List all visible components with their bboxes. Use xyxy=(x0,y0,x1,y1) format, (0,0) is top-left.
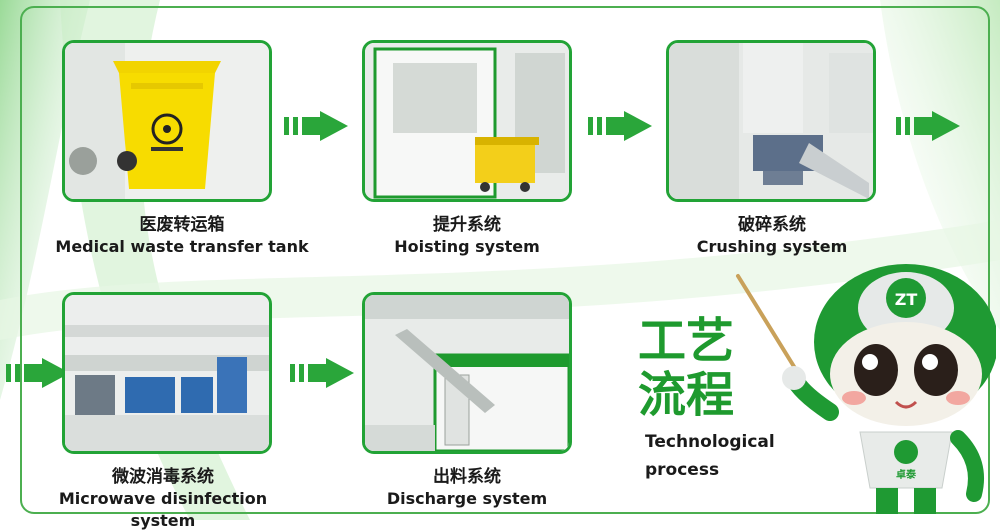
step-4-caption: 微波消毒系统 Microwave disinfection system xyxy=(28,466,298,532)
diagram-title-en: Technological process xyxy=(645,428,785,484)
step-2-image-card xyxy=(362,40,572,202)
content-frame xyxy=(20,6,990,514)
yellow-biohazard-bin-image xyxy=(65,43,269,199)
mascot-chest-text: 卓泰 xyxy=(896,468,917,481)
arrow-right-icon xyxy=(6,358,70,388)
step-4-image-card xyxy=(62,292,272,454)
microwave-units-image xyxy=(65,295,269,451)
step-5-image-card xyxy=(362,292,572,454)
step-2-en-label: Hoisting system xyxy=(394,237,540,256)
step-3-caption: 破碎系统 Crushing system xyxy=(652,214,892,258)
step-1-image-card xyxy=(62,40,272,202)
step-4-cn-label: 微波消毒系统 xyxy=(112,467,214,487)
title-en-line-2: process xyxy=(645,460,720,480)
step-2-cn-label: 提升系统 xyxy=(433,215,501,235)
step-1-en-label: Medical waste transfer tank xyxy=(55,237,309,256)
crusher-machine-image xyxy=(669,43,873,199)
step-1-caption: 医废转运箱 Medical waste transfer tank xyxy=(52,214,312,258)
step-1-cn-label: 医废转运箱 xyxy=(139,215,225,235)
mascot-robot-icon: ZT 卓泰 xyxy=(736,264,996,514)
step-5-en-label: Discharge system xyxy=(386,489,548,508)
step-2-caption: 提升系统 Hoisting system xyxy=(352,214,582,258)
title-en-line-1: Technological xyxy=(645,432,775,452)
hoisting-machine-image xyxy=(365,43,569,199)
step-3-image-card xyxy=(666,40,876,202)
arrow-right-icon xyxy=(896,111,960,141)
arrow-right-icon xyxy=(290,358,354,388)
arrow-right-icon xyxy=(284,111,348,141)
step-3-en-label: Crushing system xyxy=(696,237,848,256)
diagram-title-cn: 工艺 流程 xyxy=(638,314,758,422)
step-4-en-label: Microwave disinfection system xyxy=(58,489,268,530)
step-5-cn-label: 出料系统 xyxy=(433,467,501,487)
title-cn-line-1: 工艺 xyxy=(638,313,735,369)
title-cn-line-2: 流程 xyxy=(638,367,735,423)
arrow-right-icon xyxy=(588,111,652,141)
step-5-caption: 出料系统 Discharge system xyxy=(352,466,582,510)
step-3-cn-label: 破碎系统 xyxy=(738,215,806,235)
mascot-badge: ZT xyxy=(895,290,918,309)
discharge-container-image xyxy=(365,295,569,451)
